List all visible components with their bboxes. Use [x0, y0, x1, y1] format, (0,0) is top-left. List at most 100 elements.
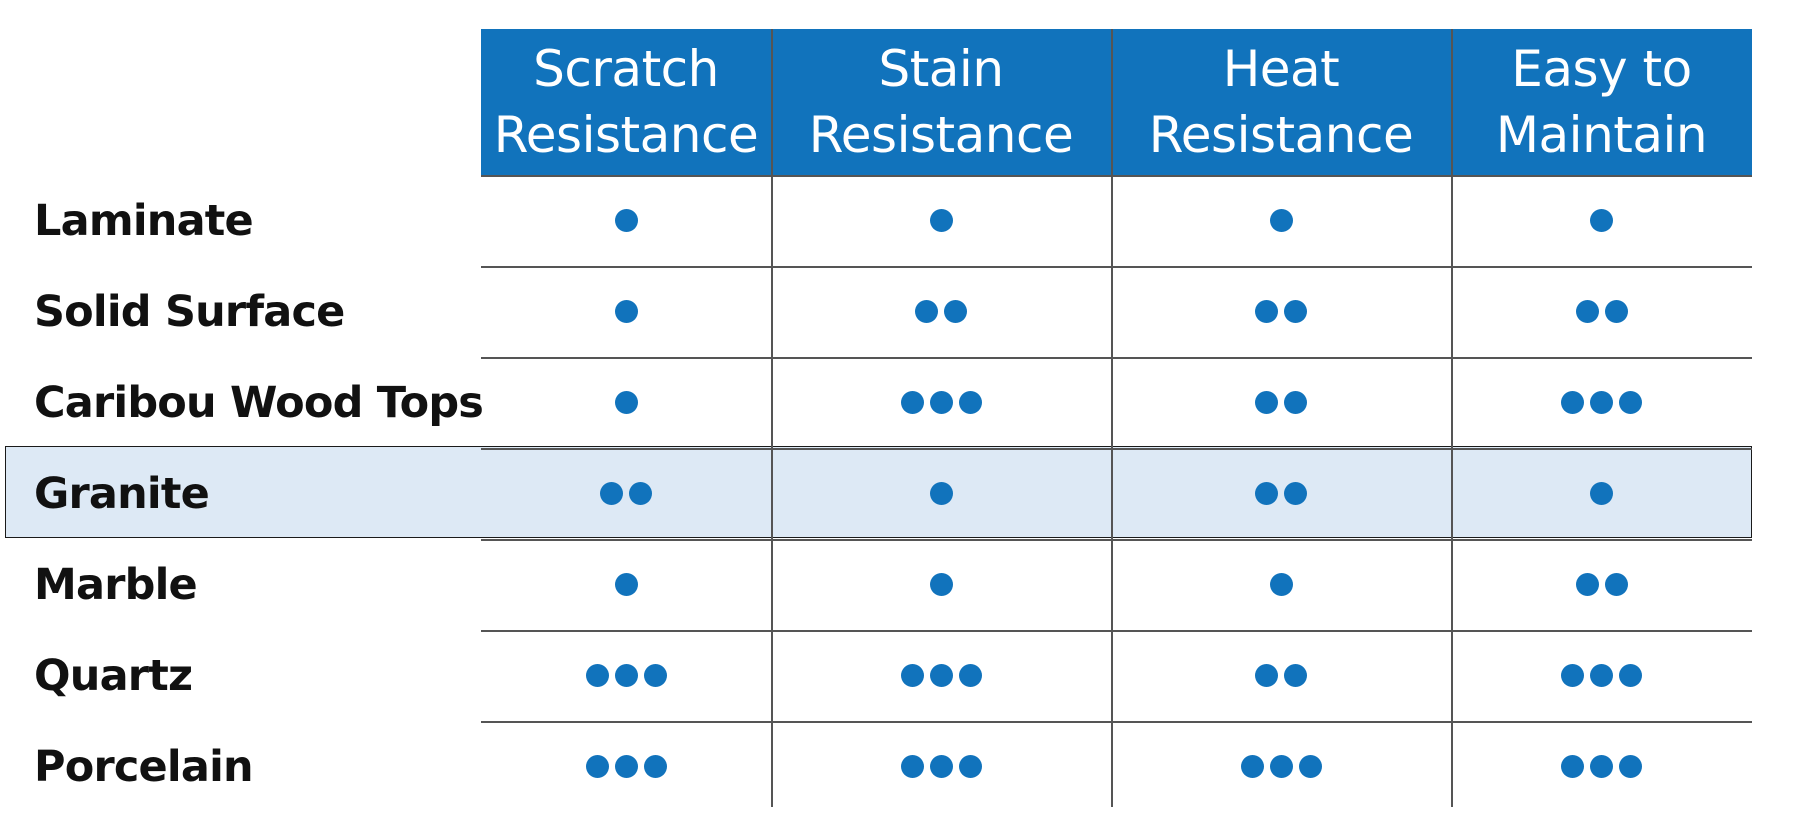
rating-dot	[900, 391, 924, 414]
rating-cell	[481, 448, 771, 539]
header-bottom-line	[481, 175, 1752, 177]
row-label-caribou-wood-tops: Caribou Wood Tops	[34, 377, 484, 428]
rating-dot	[1590, 482, 1613, 505]
rating-cell	[481, 266, 771, 357]
rating-cell	[771, 448, 1111, 539]
rating-dot	[1284, 482, 1307, 505]
column-divider	[1111, 29, 1113, 807]
rating-cell	[481, 539, 771, 630]
row-label-granite: Granite	[34, 468, 210, 519]
row-divider	[481, 266, 1752, 268]
rating-dot	[1619, 755, 1642, 778]
rating-dot	[1575, 300, 1599, 323]
rating-dot	[1255, 300, 1278, 323]
rating-dot	[929, 755, 953, 778]
rating-cell	[481, 721, 771, 812]
rating-cell	[1111, 448, 1451, 539]
rating-dot	[1575, 573, 1599, 596]
highlighted-row-background	[5, 446, 1752, 538]
rating-dot	[1590, 209, 1613, 232]
rating-cell	[481, 175, 771, 266]
rating-cell	[1451, 357, 1752, 448]
rating-dot	[1604, 573, 1628, 596]
rating-cell	[1111, 630, 1451, 721]
rating-dot	[1284, 391, 1307, 414]
rating-dot	[1269, 209, 1293, 232]
rating-dot	[915, 300, 938, 323]
column-header-3: Easy to Maintain	[1451, 29, 1752, 175]
rating-dot	[1561, 664, 1584, 687]
rating-dot	[1284, 300, 1307, 323]
rating-cell	[771, 266, 1111, 357]
rating-dot	[1269, 573, 1293, 596]
column-header-1: Stain Resistance	[771, 29, 1111, 175]
rating-cell	[1111, 175, 1451, 266]
rating-dot	[929, 482, 953, 505]
rating-dot	[585, 755, 609, 778]
rating-cell	[1111, 539, 1451, 630]
rating-dot	[1561, 755, 1584, 778]
column-divider	[771, 29, 773, 807]
rating-cell	[1111, 357, 1451, 448]
rating-cell	[1451, 539, 1752, 630]
column-header-text: Stain Resistance	[808, 40, 1074, 164]
rating-dot	[900, 755, 924, 778]
rating-dot	[1255, 482, 1278, 505]
row-divider	[481, 630, 1752, 632]
rating-cell	[1451, 448, 1752, 539]
rating-cell	[1111, 266, 1451, 357]
rating-dot	[614, 300, 638, 323]
row-label-solid-surface: Solid Surface	[34, 286, 345, 337]
rating-dot	[600, 482, 623, 505]
header-band	[481, 29, 1752, 175]
rating-cell	[771, 630, 1111, 721]
rating-dot	[900, 664, 924, 687]
rating-dot	[1240, 755, 1264, 778]
rating-dot	[614, 664, 638, 687]
rating-dot	[1284, 664, 1307, 687]
rating-dot	[1590, 391, 1613, 414]
rating-cell	[1451, 721, 1752, 812]
rating-cell	[1451, 175, 1752, 266]
row-label-laminate: Laminate	[34, 195, 254, 246]
column-header-text: Heat Resistance	[1148, 40, 1414, 164]
rating-cell	[771, 721, 1111, 812]
rating-dot	[929, 209, 953, 232]
rating-dot	[929, 391, 953, 414]
rating-cell	[1451, 266, 1752, 357]
column-header-text: Scratch Resistance	[493, 40, 759, 164]
rating-dot	[958, 391, 982, 414]
rating-dot	[643, 755, 667, 778]
column-header-text: Easy to Maintain	[1495, 40, 1708, 164]
rating-cell	[771, 175, 1111, 266]
rating-dot	[585, 664, 609, 687]
rating-dot	[1269, 755, 1293, 778]
column-header-2: Heat Resistance	[1111, 29, 1451, 175]
rating-cell	[481, 357, 771, 448]
rating-dot	[1561, 391, 1584, 414]
column-divider	[1451, 29, 1453, 807]
row-divider	[481, 448, 1752, 450]
rating-cell	[1451, 630, 1752, 721]
row-divider	[481, 539, 1752, 541]
rating-cell	[1111, 721, 1451, 812]
rating-dot	[614, 391, 638, 414]
row-divider	[481, 721, 1752, 723]
rating-dot	[614, 755, 638, 778]
rating-dot	[929, 573, 953, 596]
rating-dot	[1590, 755, 1613, 778]
rating-dot	[1619, 391, 1642, 414]
rating-dot	[614, 573, 638, 596]
row-label-quartz: Quartz	[34, 650, 193, 701]
rating-cell	[771, 357, 1111, 448]
rating-dot	[1619, 664, 1642, 687]
rating-dot	[1255, 391, 1278, 414]
rating-dot	[1255, 664, 1278, 687]
rating-dot	[1590, 664, 1613, 687]
rating-dot	[629, 482, 652, 505]
row-label-porcelain: Porcelain	[34, 741, 254, 792]
rating-dot	[958, 664, 982, 687]
rating-dot	[958, 755, 982, 778]
rating-dot	[944, 300, 967, 323]
